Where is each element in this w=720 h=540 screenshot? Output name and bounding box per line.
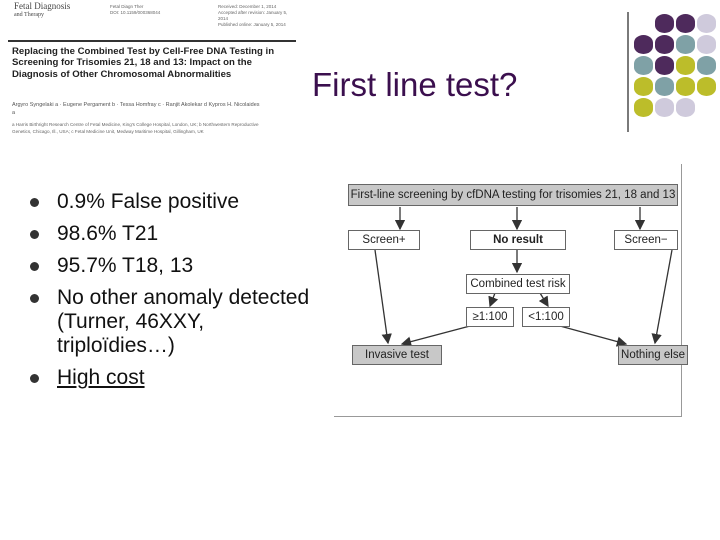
journal-dates: Received: December 1, 2014 Accepted afte…	[218, 4, 288, 27]
journal-meta: Fetal Diagn Ther DOI: 10.1159/000368044	[110, 4, 161, 15]
bullet-dot-icon	[30, 294, 39, 303]
arrow-to-risk-low	[538, 292, 549, 308]
decor-square	[676, 35, 695, 54]
decor-square	[697, 35, 716, 54]
flow-no-result-box: No result	[470, 230, 566, 250]
decor-square	[655, 14, 674, 33]
decor-square	[676, 98, 695, 117]
arrow-screen-pos-to-invasive	[374, 249, 392, 345]
decor-square	[697, 77, 716, 96]
flow-risk-high-box: ≥1:100	[466, 307, 514, 327]
flowchart-frame-right	[681, 164, 682, 417]
arrow-low-to-nothing	[559, 325, 628, 347]
decor-square	[676, 56, 695, 75]
bullet-dot-icon	[30, 198, 39, 207]
journal-logo: Fetal Diagnosis and Therapy	[14, 1, 71, 19]
paper-divider	[8, 40, 296, 42]
arrow-to-risk-high	[488, 292, 499, 308]
bullet-list: 0.9% False positive 98.6% T21 95.7% T18,…	[30, 190, 320, 398]
flow-invasive-box: Invasive test	[352, 345, 442, 365]
bullet-item: High cost	[30, 366, 320, 390]
decor-square	[655, 98, 674, 117]
decor-square	[655, 77, 674, 96]
decor-square	[655, 56, 674, 75]
decor-square	[634, 56, 653, 75]
paper-authors: Argyro Syngelaki a · Eugene Pergament b …	[12, 102, 260, 116]
paper-affiliations: a Harris Birthright Research Centre of F…	[12, 122, 259, 134]
decor-square	[634, 35, 653, 54]
bullet-item: 95.7% T18, 13	[30, 254, 320, 278]
bullet-dot-icon	[30, 262, 39, 271]
bullet-item: No other anomaly detected (Turner, 46XXY…	[30, 286, 320, 358]
decor-square	[655, 35, 674, 54]
flow-risk-low-box: <1:100	[522, 307, 570, 327]
decor-divider	[627, 12, 629, 132]
decor-square	[634, 77, 653, 96]
bullet-dot-icon	[30, 374, 39, 383]
decor-square	[634, 98, 653, 117]
arrow-screen-neg-to-nothing	[651, 249, 673, 345]
flow-combined-risk-box: Combined test risk	[466, 274, 570, 294]
bullet-item: 0.9% False positive	[30, 190, 320, 214]
slide-title: First line test?	[312, 66, 518, 103]
decor-square	[697, 56, 716, 75]
paper-title: Replacing the Combined Test by Cell-Free…	[12, 46, 275, 80]
decor-square	[697, 14, 716, 33]
flow-screen-neg-box: Screen−	[614, 230, 678, 250]
decor-square	[676, 77, 695, 96]
decor-square	[676, 14, 695, 33]
flow-screen-pos-box: Screen+	[348, 230, 420, 250]
flowchart-frame-bottom	[334, 416, 682, 417]
bullet-dot-icon	[30, 230, 39, 239]
arrow-high-to-invasive	[400, 325, 471, 347]
bullet-item: 98.6% T21	[30, 222, 320, 246]
flow-header-box: First-line screening by cfDNA testing fo…	[348, 184, 678, 206]
flow-nothing-else-box: Nothing else	[618, 345, 688, 365]
